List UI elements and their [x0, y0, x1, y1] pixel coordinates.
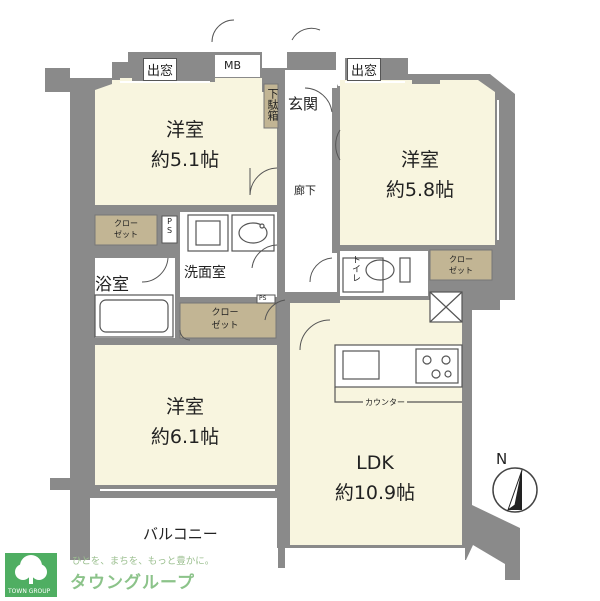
mb-area [215, 55, 260, 77]
ldk-name: LDK [356, 452, 394, 474]
western-room-2-label: 洋室 約5.8帖 [370, 145, 470, 205]
western-room-2-floor [340, 80, 495, 245]
closet-2 [179, 302, 277, 339]
ldk-label: LDK 約10.9帖 [325, 448, 425, 508]
western-room-3-name: 洋室 [165, 396, 204, 418]
closet-3-label: クロー ゼット [449, 255, 473, 275]
closet-1-label: クロー ゼット [114, 219, 138, 239]
brand-slogan: ひとを、まちを、もっと豊かに。 [72, 556, 215, 567]
toilet-label: トイレ [350, 255, 360, 282]
bay-window-label-left: 出窓 [143, 58, 178, 81]
pipe-space-1-label: PS [165, 217, 174, 235]
entrance-label: 玄関 [288, 95, 319, 113]
balcony-label: バルコニー [143, 525, 218, 543]
hallway-label: 廊下 [294, 184, 316, 197]
toilet-fixture [342, 257, 411, 293]
balcony-floor [88, 498, 278, 560]
western-room-3-label: 洋室 約6.1帖 [140, 392, 230, 452]
windows [100, 81, 499, 556]
pipe-space-2-label: PS [259, 295, 267, 302]
closet-1 [94, 214, 158, 246]
north-label: N [496, 450, 508, 468]
western-room-2-name: 洋室 [400, 149, 439, 171]
logo-graphic [5, 553, 57, 597]
western-room-1-name: 洋室 [165, 119, 204, 141]
ldk-size: 約10.9帖 [334, 482, 416, 504]
pipe-spaces [161, 215, 276, 304]
closets [94, 83, 493, 339]
closet-3 [429, 249, 493, 281]
western-room-1-floor [95, 78, 277, 205]
logo-text: TOWN GROUP [8, 588, 51, 595]
hallway-floor [285, 70, 337, 295]
washroom-label: 洗面室 [184, 265, 226, 281]
interior-walls [70, 88, 500, 560]
western-room-3-floor [95, 345, 277, 485]
bathroom-label: 浴室 [95, 275, 129, 295]
door-swings [141, 19, 341, 351]
meter-box-label: MB [224, 59, 242, 72]
shoe-box-label: 下駄箱 [266, 88, 279, 121]
bathtub [94, 294, 174, 338]
western-room-3-size: 約6.1帖 [150, 426, 220, 448]
western-room-1-size: 約5.1帖 [150, 149, 220, 171]
brand-name: タウングループ [70, 573, 195, 593]
counter-label: カウンター [363, 397, 407, 408]
bay-window-label-right: 出窓 [347, 58, 382, 81]
closet-2-label: クロー ゼット [211, 308, 239, 331]
washroom-fixtures [187, 214, 275, 252]
compass [492, 467, 538, 513]
kitchen-fixtures [334, 291, 463, 403]
western-room-2-size: 約5.8帖 [385, 179, 455, 201]
shoe-box [263, 83, 279, 129]
western-room-1-label: 洋室 約5.1帖 [140, 115, 230, 175]
